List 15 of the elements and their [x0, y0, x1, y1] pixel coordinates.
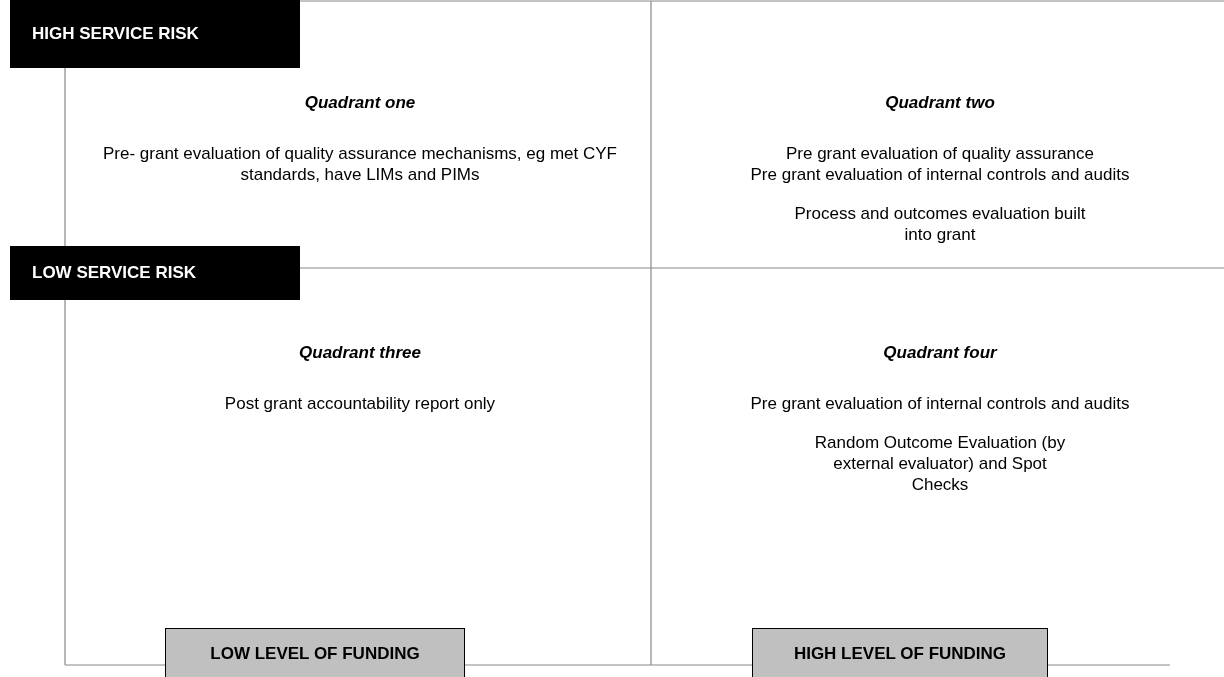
risk-label: HIGH SERVICE RISK [10, 0, 300, 68]
funding-label: HIGH LEVEL OF FUNDING [752, 628, 1048, 677]
quadrant-text: Pre grant evaluation of quality assurance [784, 143, 1096, 164]
quadrant-text: Random Outcome Evaluation (by external evaluator) and Spot Checks [813, 432, 1067, 495]
quadrant-text: Pre grant evaluation of internal controls and audits [750, 393, 1130, 414]
quadrant-text: Process and outcomes evaluation built into grant [793, 203, 1087, 245]
funding-label: LOW LEVEL OF FUNDING [165, 628, 465, 677]
quadrant-heading: Quadrant two [884, 92, 996, 113]
quadrant-text: Pre- grant evaluation of quality assurance mechanisms, eg met CYF standards, have LIMs and PIMs [102, 143, 618, 185]
quadrant-text: Pre grant evaluation of internal controls and audits [749, 164, 1131, 185]
quadrant-heading: Quadrant three [298, 342, 422, 363]
quadrant-heading: Quadrant one [303, 92, 417, 113]
quadrant-heading: Quadrant four [882, 342, 999, 363]
quadrant-text: Post grant accountability report only [223, 393, 497, 414]
risk-label: LOW SERVICE RISK [10, 246, 300, 300]
